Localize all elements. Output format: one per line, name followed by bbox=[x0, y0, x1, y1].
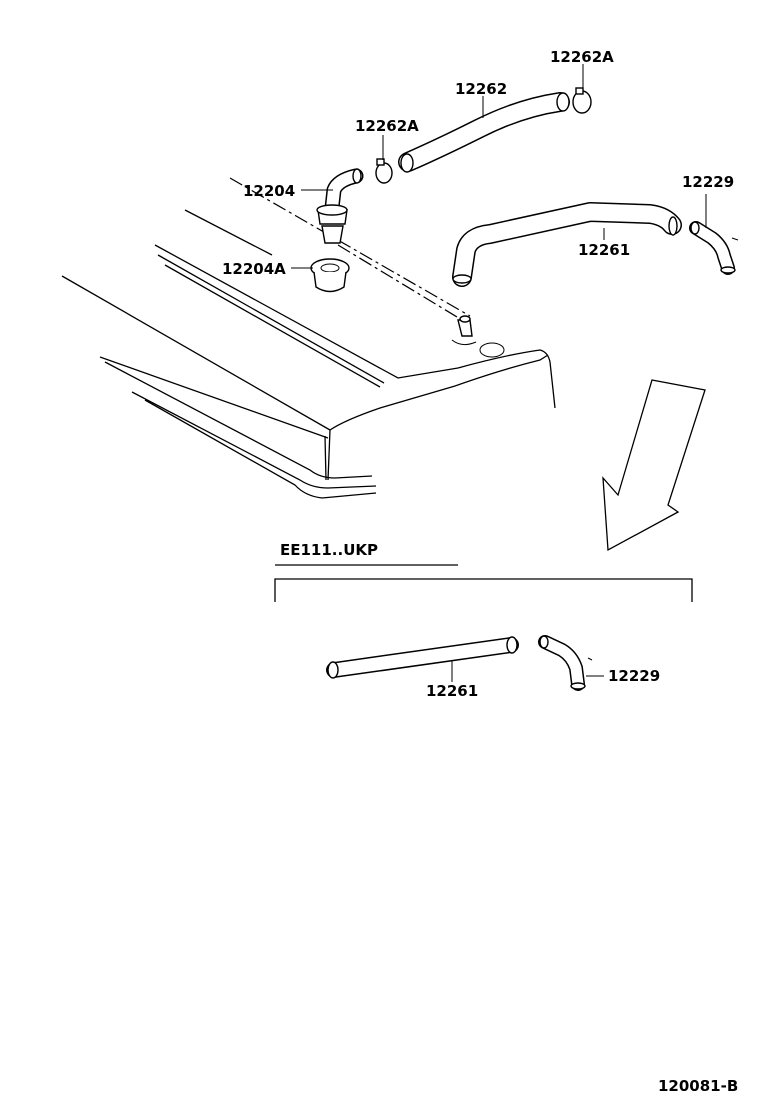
label-grommet: 12204A bbox=[222, 260, 286, 278]
direction-arrow bbox=[602, 379, 706, 552]
hose-12229 bbox=[689, 221, 739, 275]
variant-section bbox=[274, 564, 693, 691]
hose-12262 bbox=[398, 92, 570, 173]
label-hose-main: 12261 bbox=[578, 241, 630, 259]
label-hose-small: 12229 bbox=[682, 173, 734, 191]
label-clip-left: 12262A bbox=[355, 117, 419, 135]
hose-12261 bbox=[452, 202, 682, 287]
label-variant-hose-small: 12229 bbox=[608, 667, 660, 685]
label-hose-upper: 12262 bbox=[455, 80, 507, 98]
leader-lines bbox=[291, 64, 707, 682]
variant-title: EE111..UKP bbox=[280, 541, 378, 559]
label-variant-hose-main: 12261 bbox=[426, 682, 478, 700]
label-pcv-valve: 12204 bbox=[243, 182, 295, 200]
label-clip-top-right: 12262A bbox=[550, 48, 614, 66]
hose-clip-left bbox=[375, 158, 393, 184]
pcv-valve bbox=[316, 168, 364, 244]
hose-clip-right bbox=[572, 87, 592, 114]
cylinder-head-cover bbox=[61, 177, 556, 499]
pcv-grommet bbox=[310, 258, 350, 293]
figure-code: 120081-B bbox=[658, 1077, 738, 1095]
